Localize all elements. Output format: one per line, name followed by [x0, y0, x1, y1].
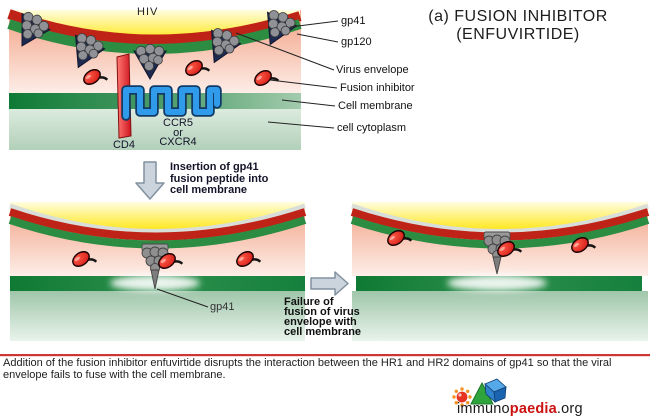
- caption-line2: envelope fails to fuse with the cell mem…: [3, 368, 226, 381]
- coreceptor-label: CCR5 or CXCR4: [146, 117, 210, 149]
- coreceptor-ccr5-cxcr4: [121, 85, 222, 121]
- bottom-left-panel: [8, 202, 307, 341]
- legend-virus-envelope: Virus envelope: [336, 64, 409, 76]
- panel-title-line1: (a) FUSION INHIBITOR: [428, 8, 608, 25]
- divider-line: [0, 354, 650, 357]
- legend-cell-membrane: Cell membrane: [338, 100, 413, 112]
- logo-paedia: paedia: [509, 401, 557, 417]
- cd4-label: CD4: [112, 139, 135, 151]
- down-arrow-icon: [135, 161, 165, 200]
- legend-gp120: gp120: [341, 36, 372, 48]
- leader-line: [156, 288, 209, 308]
- logo-immuno: immuno: [457, 401, 510, 417]
- logo-wordmark: immunopaedia.org: [457, 401, 583, 417]
- coreceptor-line3: CXCR4: [159, 136, 197, 149]
- legend-gp41: gp41: [341, 15, 366, 27]
- right-arrow-icon: [310, 271, 349, 296]
- coreceptor-line2: or: [173, 126, 183, 139]
- insertion-line3: cell membrane: [170, 184, 248, 196]
- panel-title-line2: (ENFUVIRTIDE): [456, 26, 580, 43]
- legend-cell-cytoplasm: cell cytoplasm: [337, 122, 407, 134]
- panel-title: (a) FUSION INHIBITOR (ENFUVIRTIDE): [393, 8, 643, 44]
- cell-cytoplasm: [352, 291, 648, 341]
- failure-step-text: Failure of fusion of virus envelope with…: [284, 296, 362, 338]
- hiv-label: HIV: [137, 6, 159, 18]
- failure-line4: cell membrane: [284, 326, 362, 338]
- caption-text: Addition of the fusion inhibitor enfuvir…: [3, 357, 612, 381]
- insertion-line2: fusion peptide into: [170, 172, 269, 185]
- failure-line1: Failure of: [284, 296, 334, 308]
- legend-fusion-inhibitor: Fusion inhibitor: [340, 82, 415, 94]
- bottom-right-panel: [350, 202, 650, 341]
- insertion-line1: Insertion of gp41: [170, 161, 259, 173]
- logo-cube-icon: [484, 378, 507, 403]
- failure-line3: envelope with: [284, 316, 357, 328]
- cell-cytoplasm: [10, 291, 305, 341]
- logo-sun-icon: [452, 387, 472, 407]
- failure-line2: fusion of virus: [284, 306, 360, 318]
- caption-line1: Addition of the fusion inhibitor enfuvir…: [3, 357, 612, 369]
- leader-lines: [235, 20, 339, 129]
- coreceptor-line1: CCR5: [163, 117, 193, 129]
- insertion-step-text: Insertion of gp41 fusion peptide into ce…: [170, 161, 269, 197]
- top-panel: [7, 5, 339, 150]
- logo-icons: [452, 378, 507, 407]
- logo-org: .org: [556, 401, 583, 417]
- gp41-callout-label: gp41: [210, 301, 235, 313]
